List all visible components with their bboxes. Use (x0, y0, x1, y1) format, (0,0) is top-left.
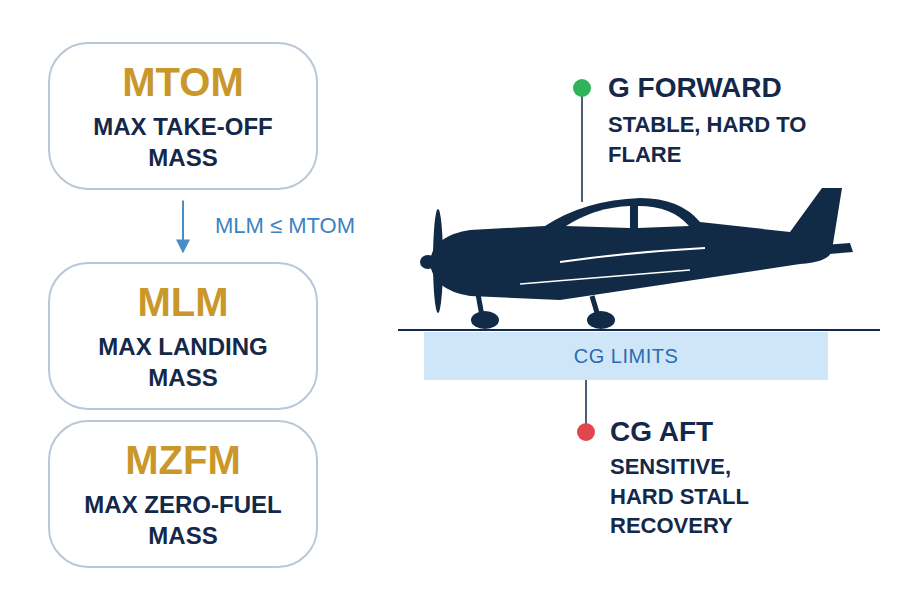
mass-acronym: MZFM (125, 437, 241, 483)
forward-dot (573, 79, 591, 97)
cg-heading: CG AFT (610, 414, 860, 450)
mass-box: MZFM MAX ZERO-FUEL MASS (48, 420, 318, 568)
mass-name: MAX ZERO-FUEL MASS (65, 489, 301, 551)
ground-line (398, 329, 880, 331)
aft-dot (577, 423, 595, 441)
cg-note: SENSITIVE, HARD STALL RECOVERY (610, 452, 780, 541)
leader-line (581, 88, 583, 202)
mass-box: MLM MAX LANDING MASS (48, 262, 318, 410)
cg-note: STABLE, HARD TO FLARE (608, 110, 808, 169)
cg-heading: G FORWARD (608, 70, 878, 106)
mass-acronym: MLM (137, 279, 228, 325)
mass-name: MAX TAKE-OFF MASS (65, 111, 301, 173)
mass-name: MAX LANDING MASS (65, 331, 301, 393)
band-label: CG LIMITS (574, 344, 679, 368)
mass-acronym: MTOM (122, 59, 243, 105)
airplane (420, 188, 853, 329)
edge-label: MLM ≤ MTOM (213, 213, 357, 239)
limits-band: CG LIMITS (424, 332, 828, 380)
mass-box: MTOM MAX TAKE-OFF MASS (48, 42, 318, 190)
limit-arrow (182, 200, 184, 252)
